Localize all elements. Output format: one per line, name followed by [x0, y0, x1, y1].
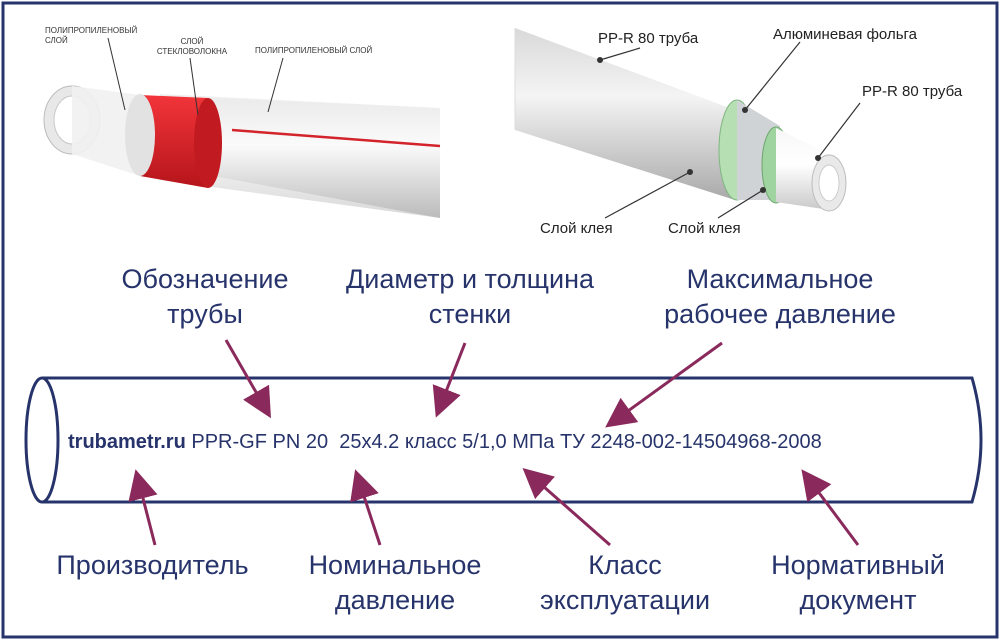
marking-size: 25x4.2 — [339, 431, 400, 453]
marking-brand: trubametr.ru — [68, 431, 186, 453]
label-diameter-line1: Диаметр и толщина — [346, 264, 594, 294]
label-manufacturer: Производитель — [56, 550, 249, 580]
arrow-nominal — [350, 469, 382, 546]
label-glue-left: Слой клея — [540, 220, 613, 237]
label-class-line1: Класс — [588, 550, 662, 580]
label-nominal-line1: Номинальное — [308, 550, 482, 580]
arrow-manufacturer — [128, 469, 158, 546]
label-max-pressure-line2: рабочее давление — [664, 299, 896, 329]
arrow-diameter — [432, 342, 467, 418]
label-fiberglass-layer: СЛОЙ СТЕКЛОВОЛОКНА — [156, 37, 228, 56]
label-designation-line1: Обозначение — [121, 264, 289, 294]
arrow-designation — [224, 339, 271, 419]
marking-tu: ТУ 2248-002-14504968-2008 — [559, 431, 822, 453]
label-normative-line2: документ — [799, 585, 917, 615]
label-inner-pp-layer: ПОЛИПРОПИЛЕНОВЫЙ СЛОЙ — [45, 26, 138, 45]
label-normative-line1: Нормативный — [771, 550, 945, 580]
arrow-class — [522, 468, 611, 547]
label-ppr-right: PP-R 80 труба — [862, 83, 963, 100]
marking-class: класс 5/1,0 МПа — [404, 431, 555, 453]
pipe-marking-text: trubametr.ru PPR-GF PN 20 25x4.2 класс 5… — [68, 428, 822, 456]
label-nominal-line2: давление — [334, 585, 456, 615]
label-outer-pp-layer: ПОЛИПРОПИЛЕНОВЫЙ СЛОЙ — [255, 46, 373, 55]
label-aluminium-foil: Алюминевая фольга — [773, 26, 917, 43]
annotation-arrows — [128, 339, 860, 547]
label-diameter-line2: стенки — [428, 299, 512, 329]
marking-pn: PN 20 — [272, 431, 329, 453]
label-ppr-left: PP-R 80 труба — [598, 30, 699, 47]
label-diameter: Диаметр и толщина стенки — [330, 262, 610, 332]
label-class-line2: эксплуатации — [539, 585, 711, 615]
marking-pipe-outline — [24, 376, 983, 504]
marking-ppr: PPR-GF — [191, 431, 267, 453]
label-max-pressure-line1: Максимальное — [686, 264, 874, 294]
label-designation: Обозначение трубы — [90, 262, 320, 332]
label-glue-right: Слой клея — [668, 220, 741, 237]
label-normative-document: Нормативный документ — [748, 548, 968, 618]
arrow-maxpressure — [605, 341, 723, 428]
aluminium-pipe-illustration — [514, 28, 861, 219]
fiberglass-pipe-illustration — [43, 37, 441, 218]
label-max-pressure: Максимальное рабочее давление — [640, 262, 920, 332]
label-nominal-pressure: Номинальное давление — [290, 548, 500, 618]
label-designation-line2: трубы — [167, 299, 243, 329]
label-operation-class: Класс эксплуатации — [520, 548, 730, 618]
arrow-normative — [801, 469, 860, 546]
